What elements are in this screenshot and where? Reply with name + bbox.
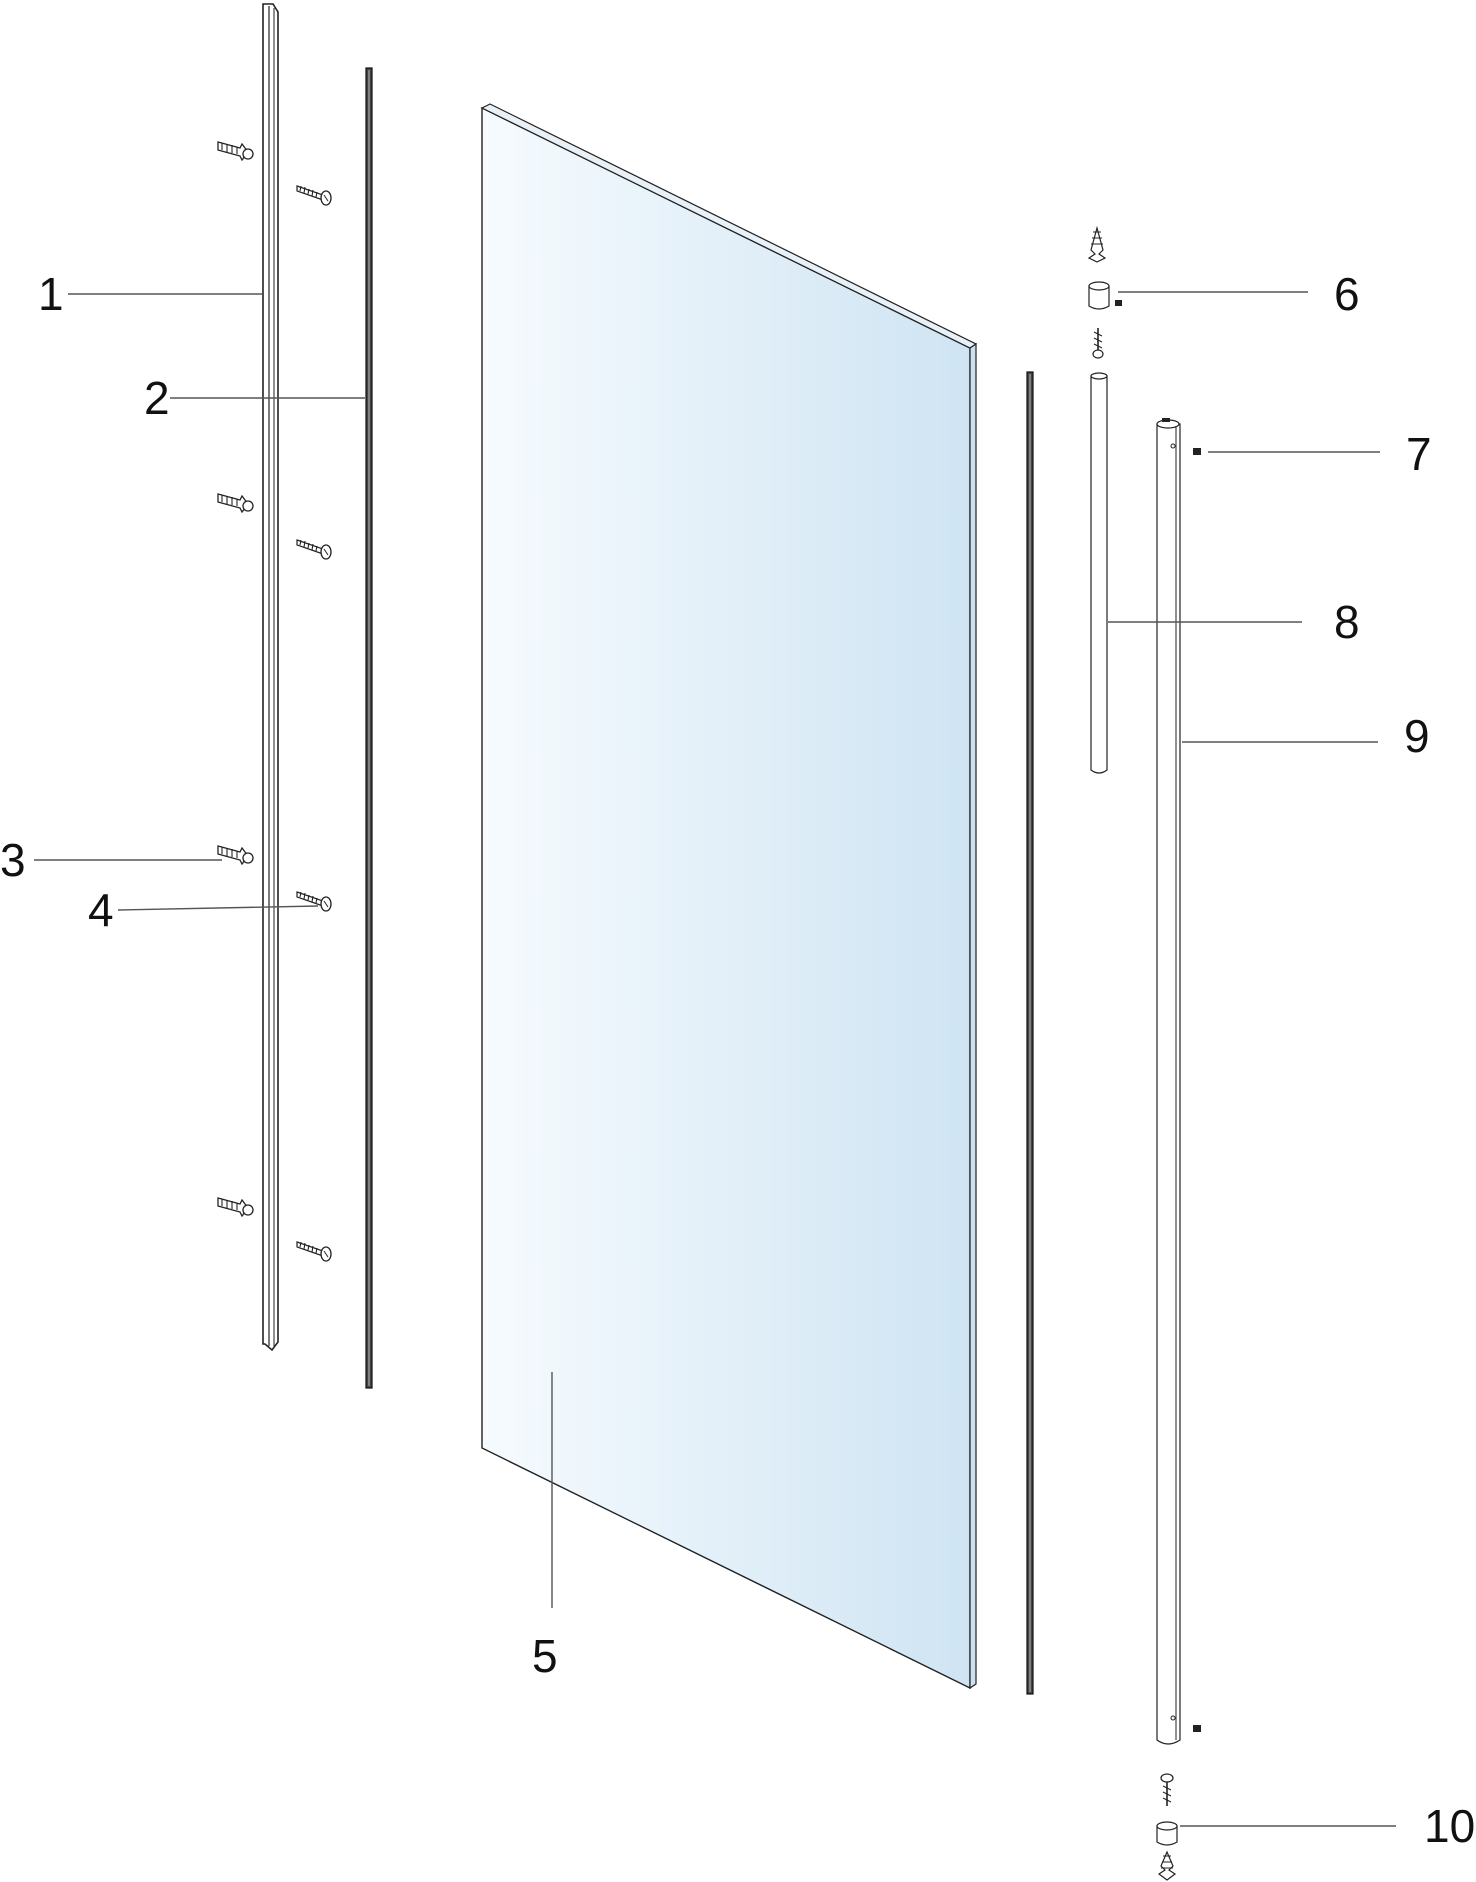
seal-strip-left [365,67,373,1389]
callout-5: 5 [532,1630,558,1682]
bottom-screw [1160,1773,1174,1806]
callout-4: 4 [88,884,114,936]
callout-labels: 1 2 3 4 5 6 7 8 9 10 [0,268,1475,1852]
callout-9: 9 [1404,710,1430,762]
callout-7: 7 [1406,428,1432,480]
leader-4 [117,905,319,911]
callout-8: 8 [1334,596,1360,648]
callout-1: 1 [38,268,64,320]
seal-strip-right [1026,371,1034,1695]
callout-10: 10 [1424,1800,1475,1852]
top-fixing-block [1087,225,1122,359]
bottom-fixing-block [1156,1773,1178,1881]
screws-left [296,185,332,1262]
post-tube [1156,418,1181,1745]
wall-profile [262,3,279,1352]
top-screw [1092,328,1104,359]
callout-2: 2 [144,372,170,424]
bottom-wall-plug [1157,1850,1177,1881]
grub-screw-top [1193,448,1201,455]
callout-6: 6 [1334,268,1360,320]
support-rod [1090,372,1108,774]
leader-lines [34,291,1396,1827]
glass-panel [480,103,978,1690]
wall-plugs [217,141,254,1217]
top-wall-plug [1087,225,1107,263]
grub-screw-bottom [1193,1725,1201,1732]
callout-3: 3 [0,834,26,886]
